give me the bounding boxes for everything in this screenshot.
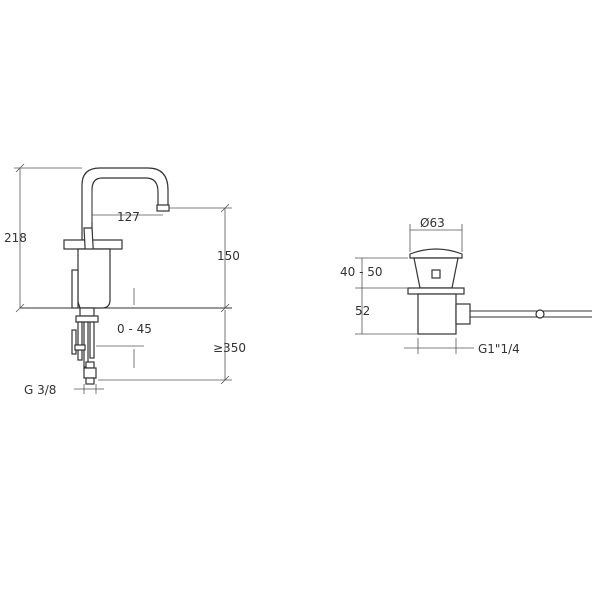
faucet-fitting-b xyxy=(85,361,95,369)
faucet-body xyxy=(77,248,111,309)
faucet-spout xyxy=(81,167,169,241)
faucet-shank xyxy=(79,307,95,317)
faucet-supply-pipe-c xyxy=(89,321,95,359)
dim-hose-length: ≥350 xyxy=(213,341,246,355)
faucet-fitting-d xyxy=(85,377,95,385)
faucet-mount-nut xyxy=(75,315,99,323)
drain-cap xyxy=(409,248,463,259)
dim-height-total: 218 xyxy=(4,231,27,245)
dim-spout-height: 150 xyxy=(217,249,240,263)
faucet-fitting-a xyxy=(74,344,86,351)
dim-drain-diameter: Ø63 xyxy=(420,216,445,230)
faucet-popup-rod xyxy=(71,269,79,309)
drain-slot xyxy=(431,269,441,279)
dim-reach: 127 xyxy=(117,210,140,224)
dim-drain-range: 40 - 50 xyxy=(340,265,383,279)
faucet-drawing: 218 127 150 0 - 45 ≥350 G 3/8 xyxy=(4,163,246,397)
dim-faucet-thread: G 3/8 xyxy=(24,383,56,397)
drain-drawing: Ø63 40 - 50 52 G1"1/4 xyxy=(340,216,592,356)
drain-side-connector xyxy=(455,303,471,325)
faucet-supply-pipe-a xyxy=(77,321,83,361)
drain-collar xyxy=(407,287,465,295)
faucet-rod-bottom xyxy=(71,329,77,355)
drain-lower-body xyxy=(417,293,457,335)
dim-drain-depth: 52 xyxy=(355,304,370,318)
dim-deck-thickness: 0 - 45 xyxy=(117,322,152,336)
faucet-aerator xyxy=(156,204,170,212)
faucet-fitting-c xyxy=(83,367,97,379)
drain-rod-joint xyxy=(535,309,545,319)
dim-drain-thread: G1"1/4 xyxy=(478,342,520,356)
